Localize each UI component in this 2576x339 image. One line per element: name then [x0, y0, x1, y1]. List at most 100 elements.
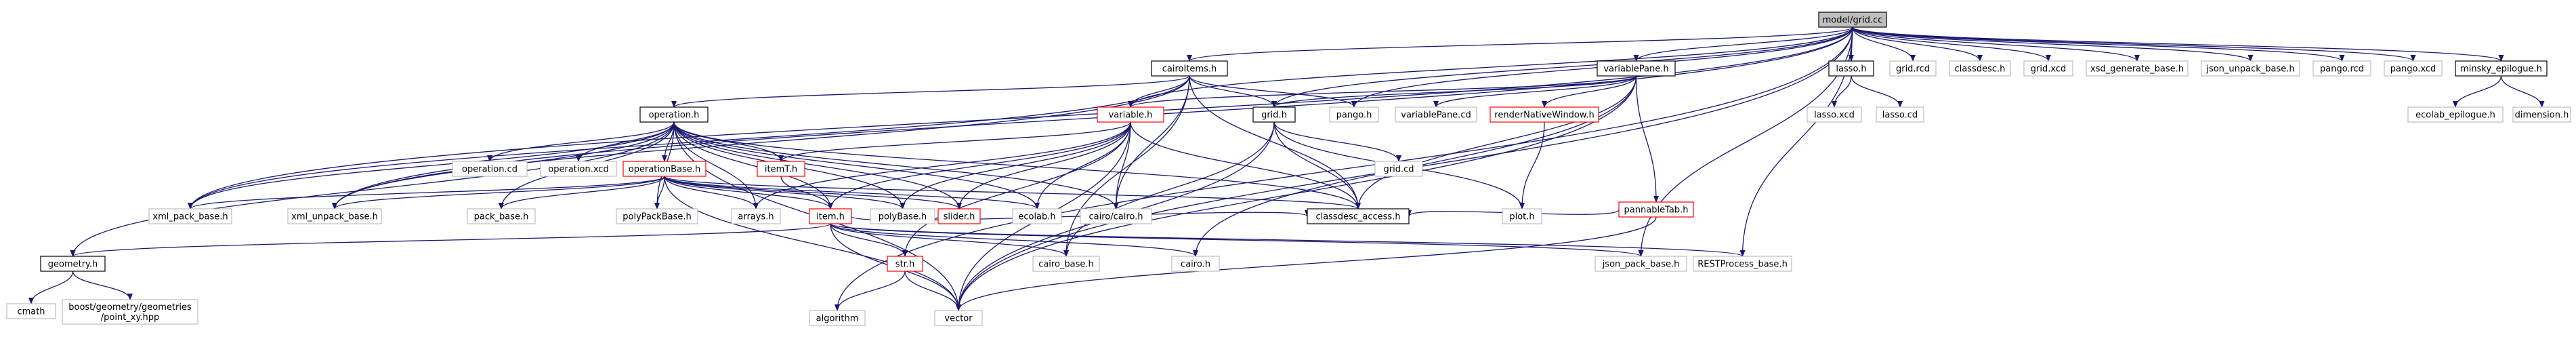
edge-root-to-xmlpack — [188, 26, 1853, 210]
edge-root-to-minsky — [1852, 26, 2504, 62]
node-label: plot.h — [1509, 212, 1534, 222]
node-box — [887, 256, 923, 272]
node-itemt-h[interactable]: itemT.h — [757, 161, 805, 177]
node-variablepane-h[interactable]: variablePane.h — [1597, 60, 1676, 77]
node-cairoitems-h[interactable]: cairoItems.h — [1151, 60, 1228, 77]
node-label: polyPackBase.h — [622, 212, 691, 222]
edge-opbase-to-cdaccess — [664, 176, 1361, 210]
node-label: arrays.h — [738, 212, 774, 222]
node-grid-h[interactable]: grid.h — [1252, 106, 1296, 123]
node-lasso-cd: lasso.cd — [1876, 106, 1924, 123]
node-json-unpack-base-h: json_unpack_base.h — [2201, 60, 2300, 77]
node-label: cairo/cairo.h — [1089, 212, 1143, 222]
node-box — [2313, 60, 2371, 77]
edge-variable-to-itemt — [778, 121, 1131, 162]
edge-cairoItems-to-operation — [671, 75, 1190, 108]
node-label: lasso.cd — [1882, 111, 1918, 121]
node-cmath: cmath — [6, 303, 56, 319]
node-box — [1949, 60, 2011, 77]
node-label: grid.cd — [1384, 165, 1414, 175]
node-geometry-h[interactable]: geometry.h — [40, 256, 106, 272]
edge-cairoItems-to-gridh — [1189, 75, 1277, 108]
node-label: slider.h — [944, 212, 975, 222]
edge-variablePane-to-variable — [1128, 75, 1637, 108]
node-minsky-epilogue-h[interactable]: minsky_epilogue.h — [2455, 60, 2548, 77]
node-box — [1828, 60, 1874, 77]
node-label: grid.rcd — [1896, 64, 1930, 75]
edge-opbase-to-ecolab — [664, 176, 1040, 210]
node-polypackbase-h: polyPackBase.h — [616, 208, 698, 224]
node-box — [1032, 256, 1100, 272]
node-variable-h[interactable]: variable.h — [1097, 106, 1164, 123]
node-ecolab-epilogue-h: ecolab_epilogue.h — [2407, 106, 2504, 123]
node-operation-xcd: operation.xcd — [540, 161, 617, 177]
edge-root-to-pangoxcd — [1852, 26, 2416, 62]
node-label: xsd_generate_base.h — [2090, 64, 2184, 75]
node-lasso-xcd: lasso.xcd — [1807, 106, 1862, 123]
edge-variable-to-slider — [956, 121, 1131, 210]
edge-operation-to-opcd — [487, 121, 675, 162]
node-label: json_unpack_base.h — [2205, 64, 2294, 75]
node-label: pango.h — [1336, 111, 1372, 121]
edge-variable-to-arrays — [753, 121, 1131, 210]
node-box — [287, 208, 382, 224]
edge-opbase-to-vector — [664, 176, 961, 311]
node-label: xml_pack_base.h — [152, 212, 228, 222]
edge-operation-to-itemh — [673, 121, 833, 210]
edge-cairoItems-to-xmlunpack — [332, 75, 1190, 210]
edge-opbase-to-itemh — [664, 176, 833, 210]
node-pannabletab-h[interactable]: pannableTab.h — [1618, 201, 1694, 218]
edge-root-to-pangorcd — [1852, 26, 2345, 62]
node-xml-pack-base-h: xml_pack_base.h — [148, 208, 232, 224]
node-box — [1374, 161, 1423, 177]
edge-lasso-to-lassoxcd — [1832, 75, 1852, 108]
node-box — [2384, 60, 2443, 77]
node-box — [809, 208, 852, 224]
node-label: cairo_base.h — [1038, 260, 1094, 270]
node-operation-h[interactable]: operation.h — [639, 106, 709, 123]
node-algorithm: algorithm — [809, 310, 866, 326]
node-operationbase-h[interactable]: operationBase.h — [622, 161, 706, 177]
node-item-h[interactable]: item.h — [809, 208, 852, 224]
edge-operation-to-itemt — [673, 121, 784, 162]
node-box — [1080, 208, 1152, 224]
edge-root-to-variable — [1128, 26, 1853, 108]
edge-root-to-xsdgen — [1852, 26, 2140, 62]
node-box — [1618, 201, 1694, 218]
node-box — [452, 161, 528, 177]
edge-renderNW-to-ploth — [1519, 121, 1545, 210]
node-grid-cd: grid.cd — [1374, 161, 1423, 177]
edge-variable-to-cdaccess — [1130, 121, 1361, 210]
node-label: item.h — [816, 212, 845, 222]
node-label: operationBase.h — [629, 165, 700, 175]
edge-root-to-gridxcd — [1852, 26, 2051, 62]
node-label: grid.h — [1261, 111, 1287, 121]
node-pack-base-h: pack_base.h — [467, 208, 536, 224]
node-box — [1595, 256, 1687, 272]
edge-itemh-to-strh — [830, 223, 908, 257]
edge-itemh-to-geometry — [70, 223, 831, 257]
node-label: vector — [944, 314, 973, 324]
edge-operation-to-geometry — [70, 121, 675, 257]
edge-itemt-to-itemh — [780, 176, 833, 210]
node-model-grid-cc[interactable]: model/grid.cc — [1818, 12, 1887, 28]
node-lasso-h[interactable]: lasso.h — [1828, 60, 1874, 77]
node-rendernativewindow-h[interactable]: renderNativeWindow.h — [1490, 106, 1599, 123]
node-label: str.h — [895, 260, 914, 270]
node-cairo-h: cairo.h — [1171, 256, 1220, 272]
node-label: pannableTab.h — [1624, 205, 1689, 216]
edge-root-to-gridrcd — [1852, 26, 1916, 62]
node-box — [40, 256, 106, 272]
edge-itemh-to-cairoh — [830, 223, 1198, 257]
node-str-h[interactable]: str.h — [887, 256, 923, 272]
node-slider-h[interactable]: slider.h — [937, 208, 981, 224]
node-polybase-h: polyBase.h — [870, 208, 935, 224]
edge-cairoItems-to-cairocairo — [1113, 75, 1190, 210]
edge-pannable-to-vector — [956, 216, 1657, 311]
node-label: classdesc_access.h — [1315, 212, 1400, 222]
node-classdesc-access-h[interactable]: classdesc_access.h — [1307, 208, 1410, 224]
node-label: model/grid.cc — [1823, 16, 1883, 26]
node-pango-rcd: pango.rcd — [2313, 60, 2371, 77]
edge-opbase-to-polybase — [664, 176, 906, 210]
node-label: renderNativeWindow.h — [1494, 111, 1594, 121]
